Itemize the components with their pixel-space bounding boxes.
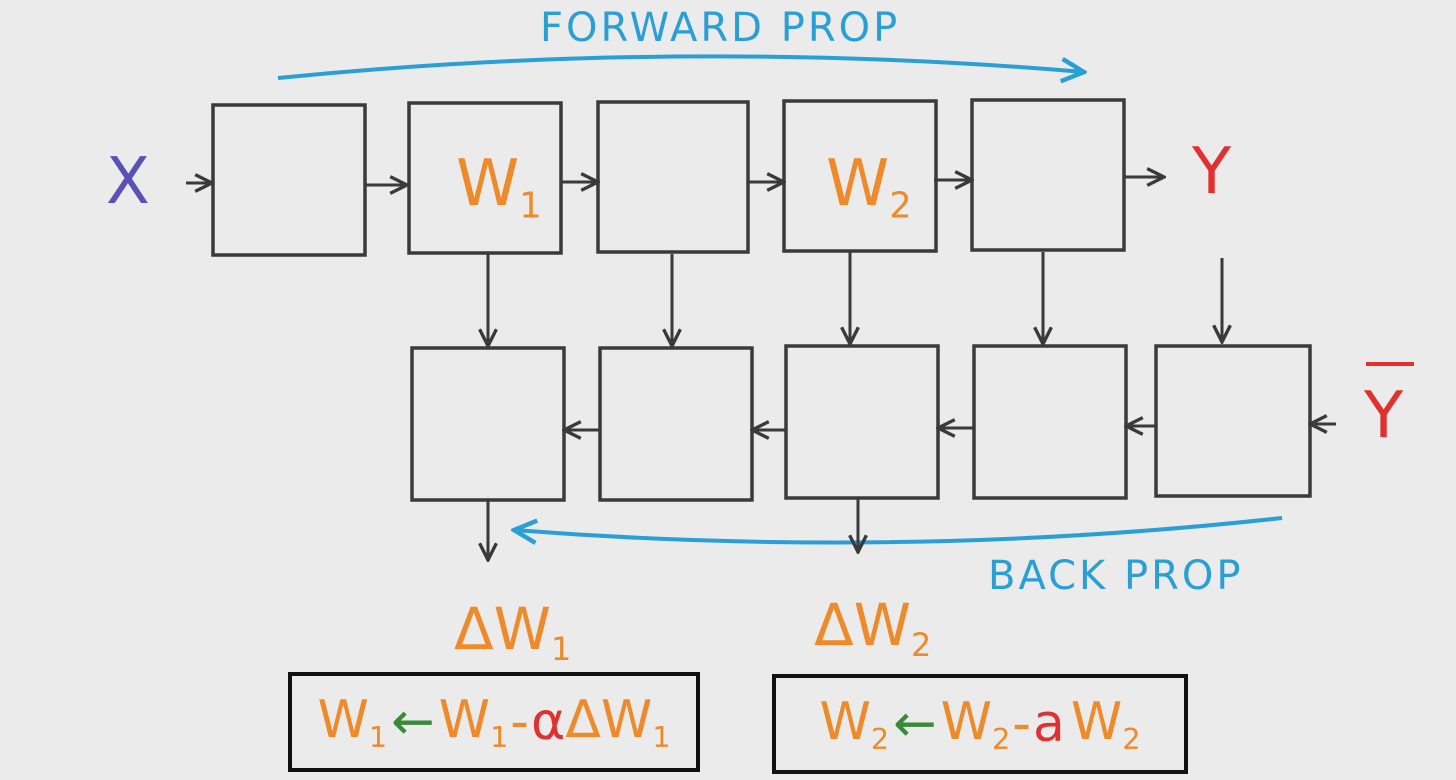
formula-2-alpha: a [1033,694,1065,754]
formula-1-delta: ΔW1 [565,690,671,754]
update-formula-2: W2 ← W2 - a W2 [772,674,1188,774]
back-prop-arrow [514,516,1283,543]
weight-w2-label: W2 [826,147,912,227]
backward-layer [410,344,1312,502]
backward-box-2 [598,346,754,502]
forward-prop-label: FORWARD PROP [540,5,901,51]
formula-1-arrow: ← [391,692,435,752]
gradient-dw2: ΔW2 [814,591,932,665]
formula-2-lhs: W2 [819,692,890,756]
formula-1-minus: - [510,692,530,752]
backward-box-3 [784,344,940,500]
gradient-dw1: ΔW1 [454,595,572,669]
formula-2-arrow: ← [893,694,937,754]
forward-box-5 [970,98,1126,252]
forward-box-1 [211,103,367,257]
formula-1-rhs-w: W1 [438,690,509,754]
formula-2-minus: - [1012,694,1032,754]
target-y-bar: Y [1364,379,1404,453]
backward-box-4 [972,344,1128,500]
formula-1-lhs: W1 [317,690,388,754]
formula-1-alpha: α [531,692,566,752]
forward-layer [211,98,1126,257]
formula-2-delta: W2 [1070,692,1141,756]
weight-w1-label: W1 [456,147,542,227]
backward-box-1 [410,346,566,502]
input-x: X [106,145,150,219]
formula-2-rhs-w: W2 [940,692,1011,756]
backward-box-5 [1154,344,1312,498]
forward-prop-arrow [277,54,1084,78]
back-prop-label: BACK PROP [988,553,1244,599]
forward-box-3 [596,100,750,254]
update-formula-1: W1 ← W1 - α ΔW1 [288,672,700,772]
output-y: Y [1192,135,1232,209]
